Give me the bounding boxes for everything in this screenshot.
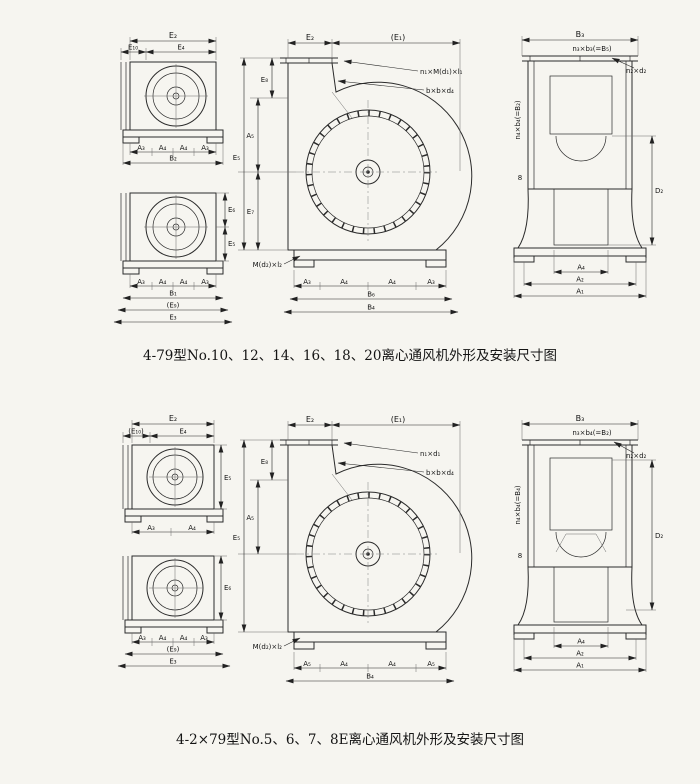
dim-label-seg: A₃ — [303, 278, 311, 286]
dim-label-seg: A₃ — [137, 144, 145, 152]
dim-label-seg: A₃ — [201, 278, 209, 286]
fig2-r-slots-label: n₃×b₄(=B₂) — [572, 429, 612, 437]
fig2-lt-dim-e4: E₄ — [179, 428, 186, 436]
dim-label-seg: A₃ — [200, 634, 208, 642]
fig2-c-callout-flange: b×b×d₄ — [426, 469, 454, 477]
dim-label-seg: A₄ — [180, 634, 188, 642]
fig1-lb-dim-e6: E₆ — [228, 206, 235, 214]
fig1-r-dim-d2: D₂ — [655, 187, 663, 195]
fig1-lb-dim-e9: (E₉) — [167, 302, 180, 310]
fig2-front-view: E₂ (E₁) n₁×d₁ b×b×d₄ E₈ A₅ E₅ M(d₂)×l₂ A… — [233, 415, 473, 684]
fig1-c-dim-e7: E₇ — [247, 208, 254, 216]
fig1-lt-dim-e10: E₁₀ — [128, 44, 138, 52]
fig1-r-side-slot-label: n₄×b₄(=B₂) — [514, 100, 522, 140]
fig2-c-dim-e8: E₈ — [261, 458, 268, 466]
fig1-front-view: E₂ (E₁) n₁×M(d₁)×l₁ b×b×d₄ E₈ A₅ E₇ E₅ M… — [233, 33, 473, 315]
fig1-lt-dim-b2: B₂ — [169, 155, 177, 163]
fig2-aux-view-top: E₂ (E₁₀) E₄ E₅ A₃ A₄ — [122, 414, 231, 536]
fig2-lt-dim-e5: E₅ — [224, 474, 231, 482]
dim-label-seg: A₄ — [159, 278, 167, 286]
fig1-r-holes-label: n₂×d₂ — [626, 67, 647, 75]
fig1-aux-view-bottom: E₆ E₅ A₃ A₄ A₄ A₃ B₁ (E₉) E₃ — [113, 192, 235, 325]
fig2-r-dim-d2: D₂ — [655, 532, 663, 540]
dim-label-seg: A₃ — [201, 144, 209, 152]
fig1-lb-dim-b1: B₁ — [169, 290, 177, 298]
fig1-side-view: n₄×b₄(=B₂) 8 B₃ n₃×b₃(=B₅) n₂×d₂ D₂ A₄ A… — [513, 30, 663, 299]
fig2-r-dim-a4: A₄ — [577, 638, 585, 646]
fig2-c-dim-b4: B₄ — [366, 673, 374, 681]
fig1-c-foundation-bolt-label: M(d₂)×l₂ — [253, 261, 283, 269]
dim-label-seg: A₄ — [159, 634, 167, 642]
fig1-aux-view-top: E₂ E₁₀ E₄ A₃ A₄ A₄ A₃ B₂ — [120, 31, 224, 166]
fig1-r-dim-a4: A₄ — [577, 264, 585, 272]
dim-label-seg: A₄ — [180, 144, 188, 152]
fig2-lb-dim-e3: E₃ — [169, 658, 176, 666]
fig1-c-dim-a5: A₅ — [246, 132, 254, 140]
dim-label-seg: A₅ — [303, 660, 311, 668]
fig2-c-dim-e1: (E₁) — [391, 415, 406, 424]
dim-label-seg: A₃ — [137, 278, 145, 286]
fig2-c-dim-e5: E₅ — [233, 534, 240, 542]
fig2-lt-dim-e2: E₂ — [169, 414, 177, 423]
fig1-c-dim-b6: B₆ — [367, 291, 375, 299]
dim-label-seg: A₃ — [427, 278, 435, 286]
dim-label-seg: A₃ — [147, 524, 155, 532]
fig1-lt-dim-e2: E₂ — [169, 31, 177, 40]
dim-label-seg: A₄ — [340, 278, 348, 286]
fig2-lb-dim-e9: (E₉) — [167, 646, 180, 654]
dim-label-seg: A₄ — [180, 278, 188, 286]
dim-label-seg: A₄ — [188, 524, 196, 532]
fig2-r-side-slot-label: n₄×b₄(=B₄) — [514, 485, 522, 525]
fig1-c-dim-e5: E₅ — [233, 154, 240, 162]
fig1-c-callout-flange: b×b×d₄ — [426, 87, 454, 95]
fig1-lt-dim-e4: E₄ — [177, 44, 184, 52]
fig2-r-dim-a2: A₂ — [576, 650, 584, 658]
fig2-aux-view-bottom: E₆ A₃ A₄ A₄ A₃ (E₉) E₃ — [117, 555, 231, 669]
fig2-c-dim-e2: E₂ — [306, 415, 314, 424]
fig2-r-holes-label: n₂×d₂ — [626, 452, 647, 460]
fig1-r-dim-8: 8 — [518, 174, 522, 182]
fig1-r-dim-a2: A₂ — [576, 276, 584, 284]
dim-label-seg: A₄ — [159, 144, 167, 152]
fig1-c-dim-e2: E₂ — [306, 33, 314, 42]
fig2-c-foundation-bolt-label: M(d₂)×l₂ — [253, 643, 283, 651]
figure2-caption: 4-2×79型No.5、6、7、8E离心通风机外形及安装尺寸图 — [176, 731, 524, 748]
fig1-lb-dim-e3: E₃ — [169, 314, 176, 322]
dim-label-seg: A₅ — [427, 660, 435, 668]
fig2-lb-dim-e6: E₆ — [224, 584, 231, 592]
fig1-c-dim-e1: (E₁) — [391, 33, 406, 42]
fig1-lb-dim-e5: E₅ — [228, 240, 235, 248]
dim-label-seg: A₄ — [388, 660, 396, 668]
fig2-lt-dim-e10: (E₁₀) — [128, 428, 144, 436]
fig1-r-dim-a1: A₁ — [576, 288, 584, 296]
fig1-r-slots-label: n₃×b₃(=B₅) — [572, 45, 612, 53]
dim-label-seg: A₃ — [138, 634, 146, 642]
fig2-c-callout-bolts: n₁×d₁ — [420, 450, 441, 458]
figure1-caption: 4-79型No.10、12、14、16、18、20离心通风机外形及安装尺寸图 — [143, 347, 557, 364]
fig1-c-callout-bolts: n₁×M(d₁)×l₁ — [420, 68, 463, 76]
fig2-r-dim-b3: B₃ — [576, 414, 585, 423]
fig2-side-view: n₄×b₄(=B₄) 8 B₃ n₃×b₄(=B₂) n₂×d₂ D₂ A₄ A… — [513, 414, 663, 673]
fig2-r-dim-a1: A₁ — [576, 662, 584, 670]
fig1-r-dim-b3: B₃ — [576, 30, 585, 39]
fig1-c-dim-e8: E₈ — [261, 76, 268, 84]
fig1-c-dim-b4: B₄ — [367, 304, 375, 312]
fig2-c-dim-a5: A₅ — [246, 514, 254, 522]
dim-label-seg: A₄ — [340, 660, 348, 668]
dim-label-seg: A₄ — [388, 278, 396, 286]
fig2-r-dim-8: 8 — [518, 552, 522, 560]
